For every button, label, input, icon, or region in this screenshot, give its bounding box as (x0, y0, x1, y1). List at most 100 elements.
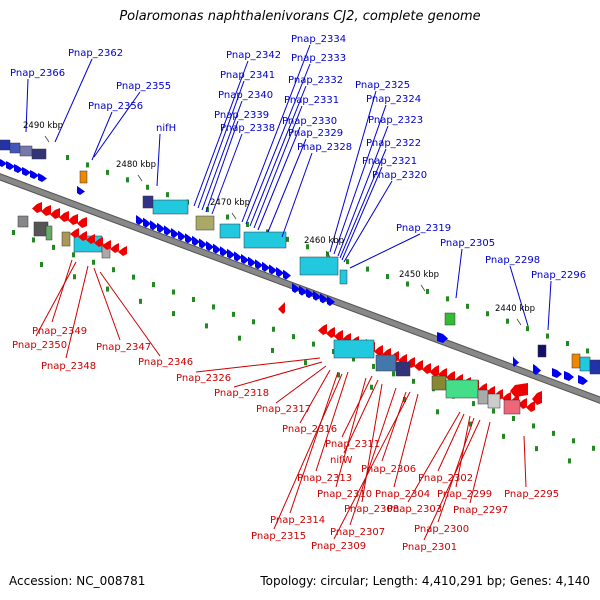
forward-label-leader (267, 138, 307, 233)
gene-block (17, 215, 29, 228)
reverse-gene-arrow (326, 327, 335, 338)
reverse-gene-label: Pnap_2311 (325, 439, 380, 450)
reverse-gene-label: nifW (330, 455, 353, 466)
inner-tick-dot (271, 347, 274, 353)
lower-tick-dot (372, 363, 375, 369)
upper-tick-dot (126, 177, 129, 183)
reverse-gene-arrow (510, 383, 528, 397)
forward-gene-arrow (199, 238, 207, 249)
reverse-gene-label: Pnap_2306 (361, 464, 416, 475)
scale-tick (231, 212, 237, 220)
lower-tick-dot (232, 311, 235, 317)
forward-label-leader (339, 148, 387, 259)
forward-label-leader (337, 125, 389, 257)
forward-label-leader (241, 44, 311, 223)
forward-gene-arrow (150, 220, 158, 231)
reverse-gene-label: Pnap_2317 (256, 404, 311, 415)
forward-gene-label: Pnap_2298 (485, 255, 540, 266)
reverse-gene-arrow (278, 302, 285, 314)
inner-tick-dot (469, 421, 472, 427)
forward-gene-arrow (327, 296, 335, 306)
forward-gene-label: Pnap_2321 (362, 156, 417, 167)
forward-gene-arrow (77, 186, 85, 195)
lower-tick-dot (392, 371, 395, 377)
forward-gene-arrow (164, 225, 172, 236)
reverse-gene-arrow (32, 202, 42, 213)
reverse-label-leader (289, 371, 339, 514)
upper-tick-dot (526, 326, 529, 332)
upper-tick-dot (286, 236, 289, 242)
inner-tick-dot (205, 323, 208, 329)
forward-gene-label: Pnap_2328 (297, 142, 352, 153)
gene-block (444, 312, 456, 326)
reverse-label-leader (523, 435, 527, 488)
forward-label-leader (341, 166, 383, 261)
gene-block (31, 148, 47, 160)
reverse-label-leader (437, 417, 475, 523)
forward-label-leader (205, 120, 239, 213)
forward-label-leader (455, 248, 463, 299)
reverse-label-leader (407, 411, 461, 503)
forward-gene-arrow (299, 285, 307, 296)
reverse-gene-arrow (78, 231, 87, 241)
reverse-gene-label: Pnap_2300 (414, 524, 469, 535)
reverse-gene-label: Pnap_2303 (387, 504, 442, 515)
reverse-label-leader (35, 261, 77, 337)
lower-tick-dot (292, 334, 295, 340)
lower-tick-dot (472, 401, 475, 407)
upper-tick-dot (166, 192, 169, 198)
forward-gene-label: Pnap_2331 (284, 95, 339, 106)
forward-gene-arrow (283, 269, 291, 280)
reverse-label-leader (341, 375, 373, 438)
upper-tick-dot (226, 214, 229, 220)
forward-gene-label: Pnap_2325 (355, 80, 410, 91)
reverse-gene-label: Pnap_2308 (344, 504, 399, 515)
map-title: Polaromonas naphthalenivorans CJ2, compl… (119, 9, 481, 24)
gene-block (19, 145, 33, 157)
upper-tick-dot (566, 341, 569, 346)
inner-tick-dot (370, 384, 373, 390)
gene-block (445, 379, 479, 399)
scale-label: 2460 kbp (304, 236, 344, 246)
forward-label-leader (54, 58, 93, 143)
reverse-label-leader (349, 387, 397, 526)
inner-tick-dot (436, 409, 439, 415)
lower-tick-dot (552, 430, 555, 436)
reverse-gene-label: Pnap_2307 (330, 527, 385, 538)
reverse-gene-arrow (77, 217, 87, 228)
scale-tick (137, 174, 143, 182)
forward-label-leader (253, 105, 303, 229)
forward-label-leader (509, 265, 529, 327)
upper-tick-dot (326, 251, 329, 257)
forward-gene-arrow (306, 288, 314, 299)
reverse-label-leader (455, 415, 471, 488)
upper-tick-dot (106, 169, 109, 175)
gene-block (339, 269, 348, 285)
inner-tick-dot (535, 446, 538, 452)
gene-block (537, 344, 547, 358)
gene-block (195, 215, 215, 231)
lower-tick-dot (12, 230, 15, 235)
reverse-gene-arrow (68, 214, 78, 225)
gene-block (9, 142, 21, 154)
lower-tick-dot (92, 259, 95, 265)
forward-gene-label: Pnap_2339 (214, 110, 269, 121)
upper-tick-dot (146, 184, 149, 190)
gene-block (152, 199, 189, 215)
lower-tick-dot (492, 408, 495, 414)
forward-gene-arrow (533, 364, 541, 375)
gene-block (79, 170, 88, 184)
forward-gene-label: Pnap_2305 (440, 238, 495, 249)
lower-tick-dot (532, 423, 535, 429)
lower-tick-dot (152, 282, 155, 288)
forward-gene-arrow (313, 290, 321, 301)
reverse-gene-arrow (414, 360, 423, 371)
label-leaders (25, 44, 552, 541)
reverse-gene-label: Pnap_2349 (32, 326, 87, 337)
reverse-gene-label: Pnap_2297 (453, 505, 508, 516)
accession-label: Accession: NC_008781 (9, 574, 146, 588)
forward-label-leader (349, 233, 421, 269)
forward-gene-arrow (255, 259, 263, 270)
forward-gene-arrow (220, 246, 228, 257)
